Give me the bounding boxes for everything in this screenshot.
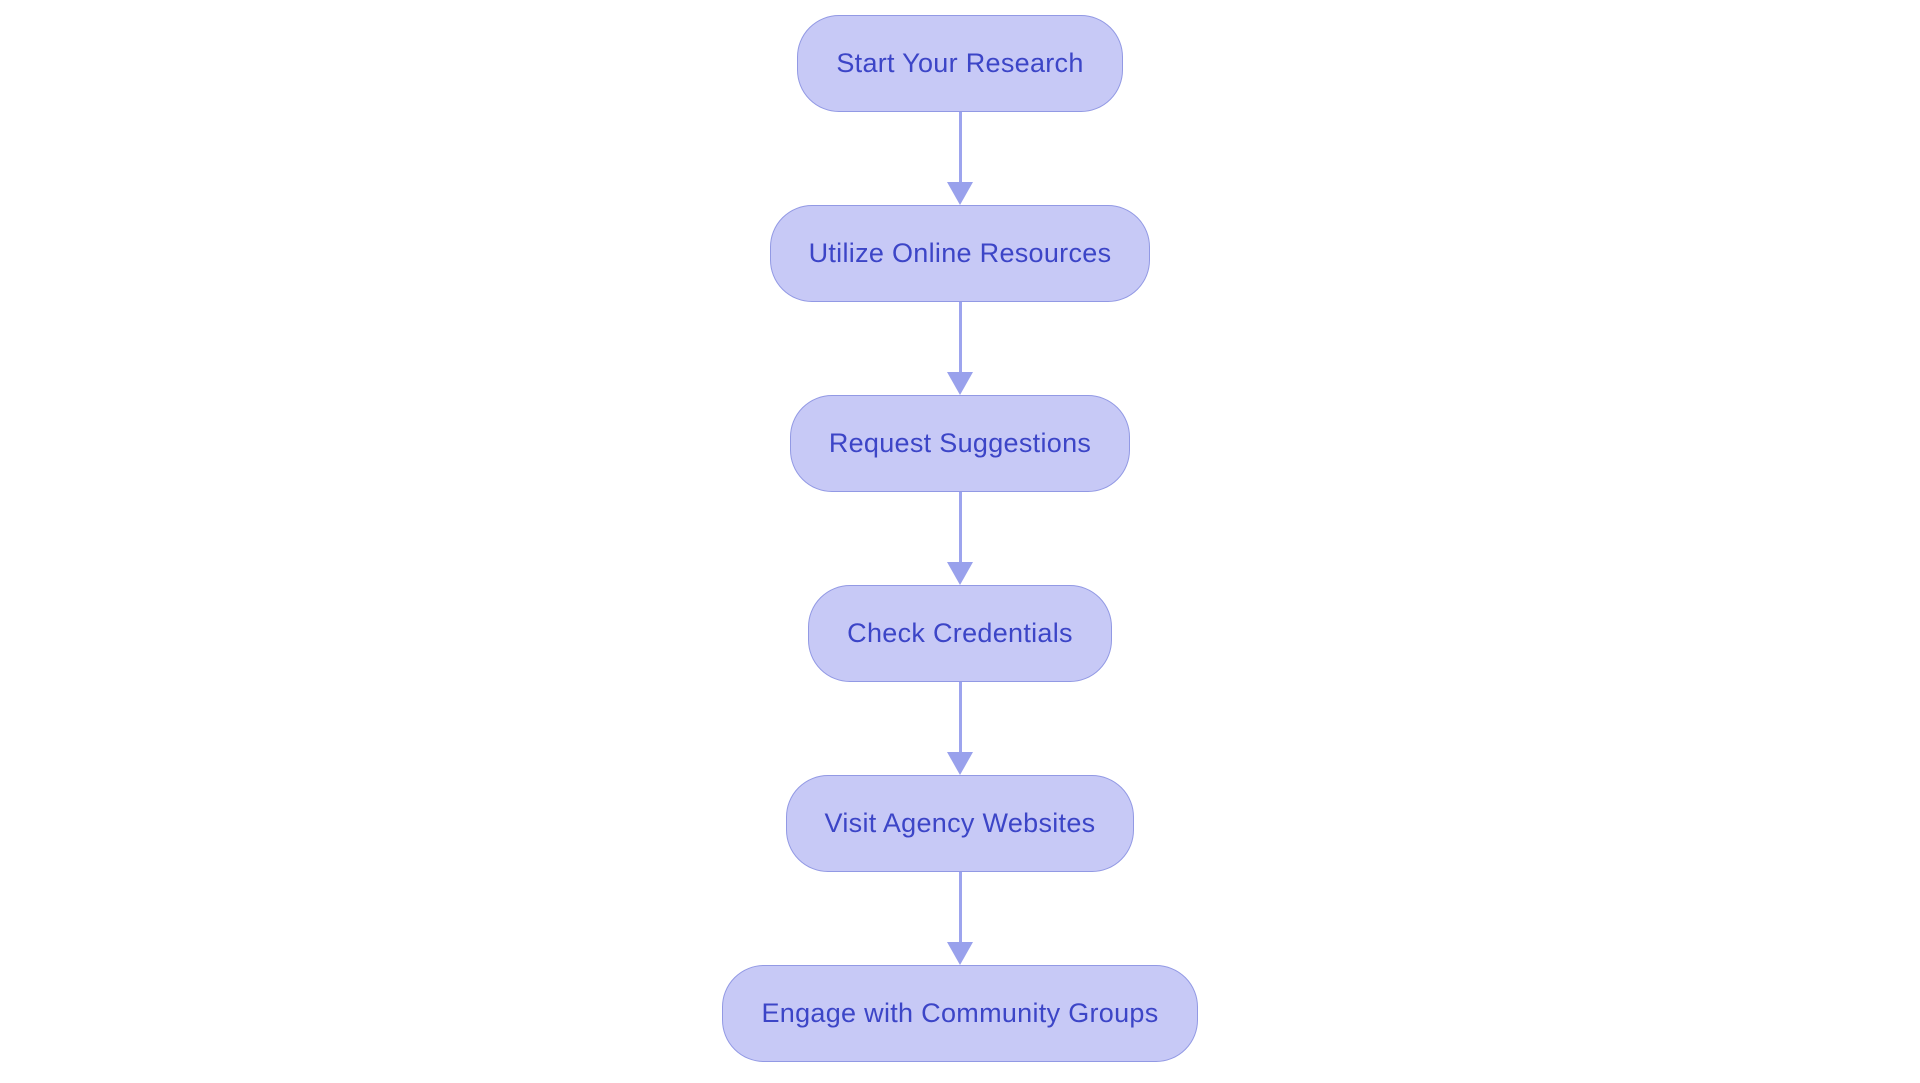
node-start-your-research: Start Your Research [797,15,1123,112]
arrow-line [958,112,962,182]
arrow-down-icon [947,752,973,775]
node-check-credentials: Check Credentials [808,585,1112,682]
arrow-line [958,302,962,372]
node-label: Start Your Research [836,48,1084,78]
node-visit-agency-websites: Visit Agency Websites [785,775,1135,872]
arrow-line [958,682,962,752]
node-label: Check Credentials [847,618,1073,648]
arrow-connector [947,492,973,585]
arrow-down-icon [947,562,973,585]
arrow-down-icon [947,372,973,395]
arrow-connector [947,112,973,205]
arrow-line [958,492,962,562]
arrow-down-icon [947,182,973,205]
arrow-connector [947,872,973,965]
arrow-connector [947,302,973,395]
node-engage-with-community-groups: Engage with Community Groups [722,965,1198,1062]
node-request-suggestions: Request Suggestions [789,395,1131,492]
arrow-down-icon [947,942,973,965]
node-label: Visit Agency Websites [824,808,1096,838]
node-label: Utilize Online Resources [808,238,1112,268]
node-utilize-online-resources: Utilize Online Resources [769,205,1151,302]
arrow-line [958,872,962,942]
node-label: Engage with Community Groups [761,998,1159,1028]
arrow-connector [947,682,973,775]
node-label: Request Suggestions [828,428,1092,458]
